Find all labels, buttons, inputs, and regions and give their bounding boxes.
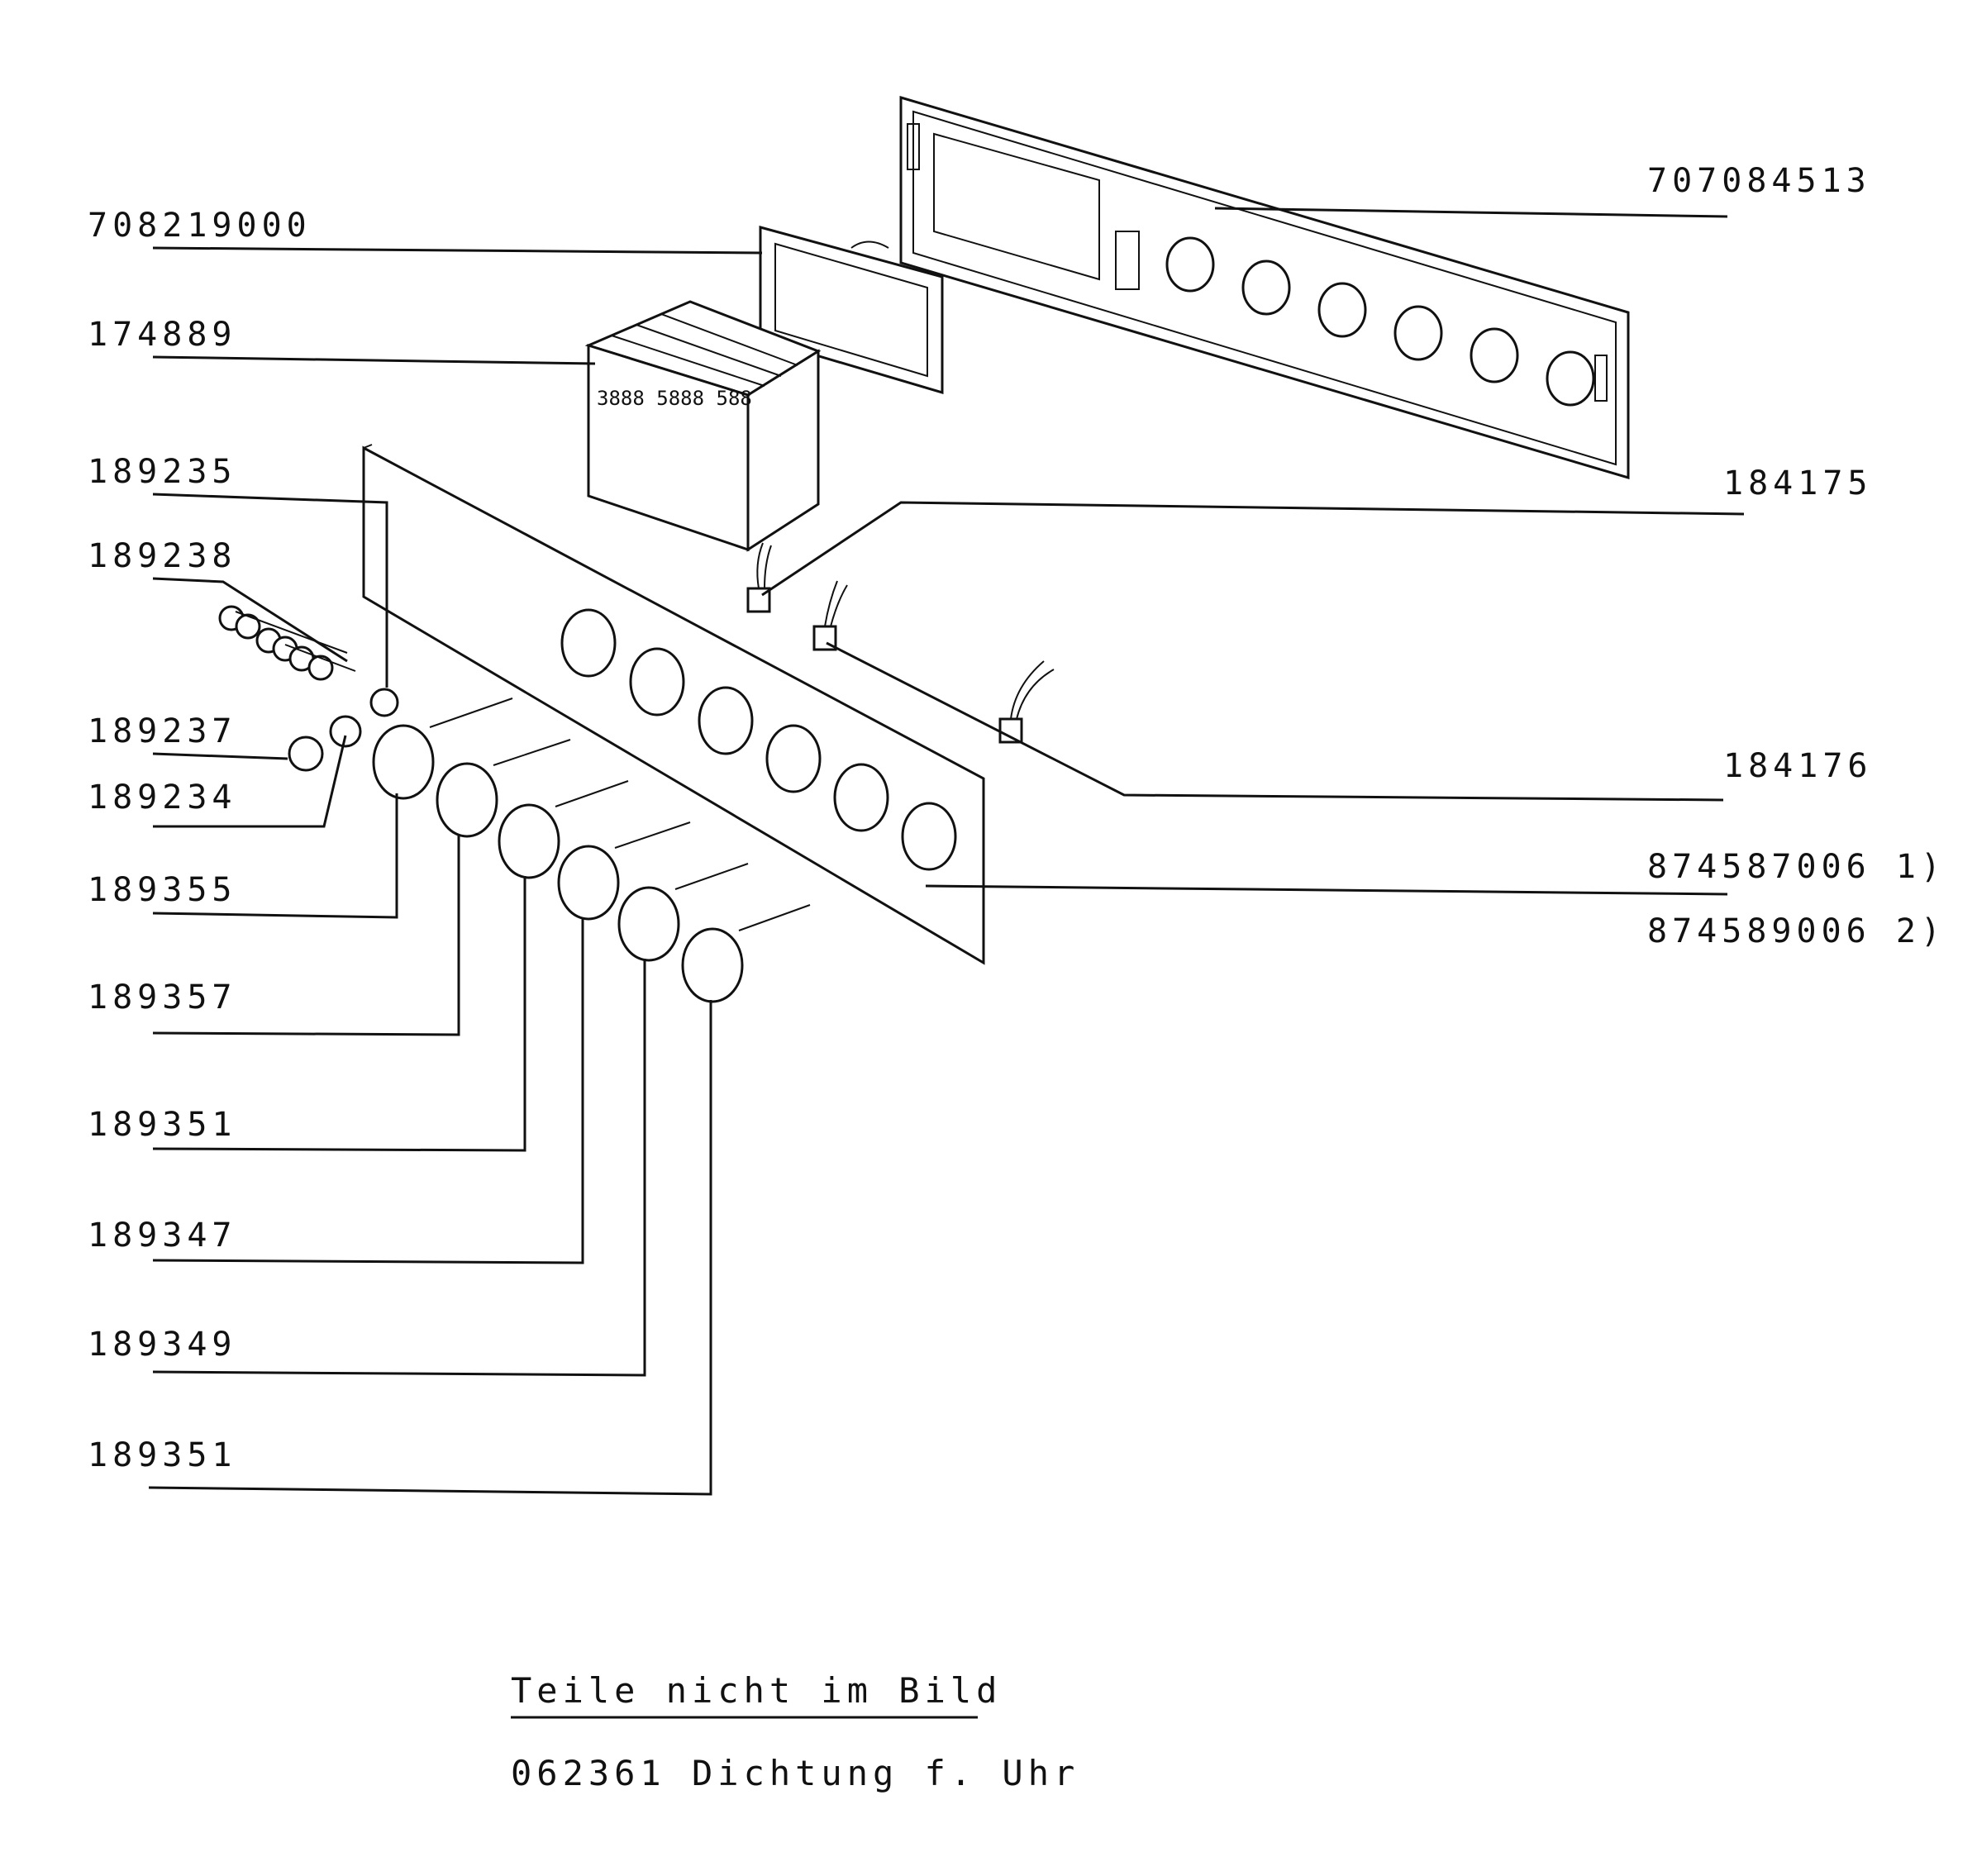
spring-icon	[329, 715, 362, 748]
label-189347: 189347	[88, 1217, 237, 1255]
label-189351-a: 189351	[88, 1106, 237, 1144]
label-174889: 174889	[88, 316, 237, 354]
label-184176: 184176	[1723, 747, 1873, 785]
label-189351-b: 189351	[88, 1436, 237, 1474]
small-knob-icon	[288, 736, 324, 772]
frame-icon	[899, 95, 1630, 480]
label-189238: 189238	[88, 537, 237, 575]
clock-icon: 3888 5888 588	[584, 300, 822, 552]
label-708219000: 708219000	[88, 207, 312, 245]
button-cap-icon	[369, 688, 399, 717]
label-189349: 189349	[88, 1326, 237, 1364]
footer-heading: Teile nicht im Bild	[511, 1670, 1002, 1711]
footer-item: 062361 Dichtung f. Uhr	[511, 1753, 1079, 1793]
label-189237: 189237	[88, 712, 237, 750]
label-189355: 189355	[88, 871, 237, 909]
label-189357: 189357	[88, 978, 237, 1017]
label-184175: 184175	[1723, 464, 1873, 502]
svg-text:3888 5888 588: 3888 5888 588	[597, 387, 752, 410]
panel-icon	[362, 444, 985, 965]
label-874589006: 874589006 2)	[1647, 912, 1946, 950]
label-707084513: 707084513	[1647, 162, 1871, 200]
label-189235: 189235	[88, 453, 237, 491]
leader-lines	[148, 207, 1745, 1496]
pushbutton-set-icon	[218, 605, 356, 681]
label-189234: 189234	[88, 778, 237, 817]
knob-icon	[372, 698, 811, 1003]
label-874587006: 874587006 1)	[1647, 848, 1946, 886]
